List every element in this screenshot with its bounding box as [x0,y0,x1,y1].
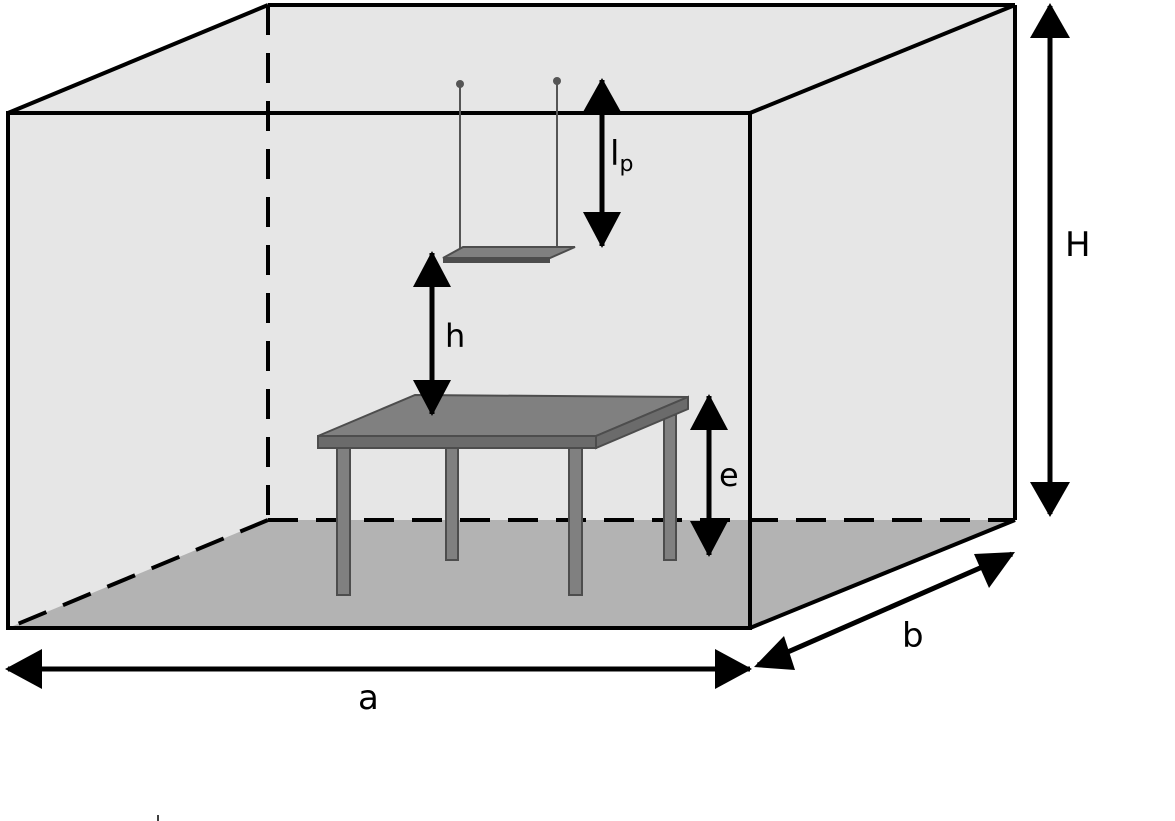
floor [8,520,1015,628]
lamp-panel [442,246,576,259]
arrowhead-e-top [690,394,728,430]
label-table-height: e [719,456,739,494]
label-room-depth: b [902,616,924,656]
label-lamp-to-table: h [445,317,465,355]
ceiling-anchor-right [553,77,561,85]
label-pendant-length: lp [610,134,633,177]
dimension-labels: lp h e H a b [358,134,1091,718]
arrowhead-H-top [1030,3,1070,38]
arrowhead-b-lower [754,636,795,670]
table-top-front-edge [317,435,597,449]
edge-top-right [749,3,1016,115]
arrowhead-b-upper [974,552,1015,588]
dimension-arrows [5,3,1070,689]
label-pendant-main: l [610,134,619,174]
pendant-lamp [442,77,576,263]
table-leg-back-right [663,414,677,561]
table [317,393,689,596]
ceiling-anchor-left [456,80,464,88]
right-wall [750,5,1015,628]
label-room-width: a [358,678,379,718]
table-leg-front-left [336,447,351,596]
table-leg-back-left [445,447,459,561]
arrow-room-depth [756,551,1014,668]
table-leg-front-right [568,447,583,596]
arrowhead-e-bottom [690,521,728,557]
label-pendant-subscript: p [619,152,633,177]
label-room-height: H [1065,225,1091,265]
arrowhead-h-bottom [413,380,451,416]
table-top-side-edge [595,395,689,450]
arrowhead-pendant-top [583,78,621,112]
left-wall [8,5,268,628]
arrowhead-a-right [715,649,752,689]
arrowhead-h-top [413,251,451,287]
edge-top-left [7,3,269,115]
lamp-panel-edge [443,258,550,263]
room-box [6,3,1017,630]
arrowhead-a-left [5,649,42,689]
arrowhead-H-bottom [1030,482,1070,517]
arrowhead-pendant-bottom [583,212,621,248]
edge-bottom-right [749,518,1016,630]
